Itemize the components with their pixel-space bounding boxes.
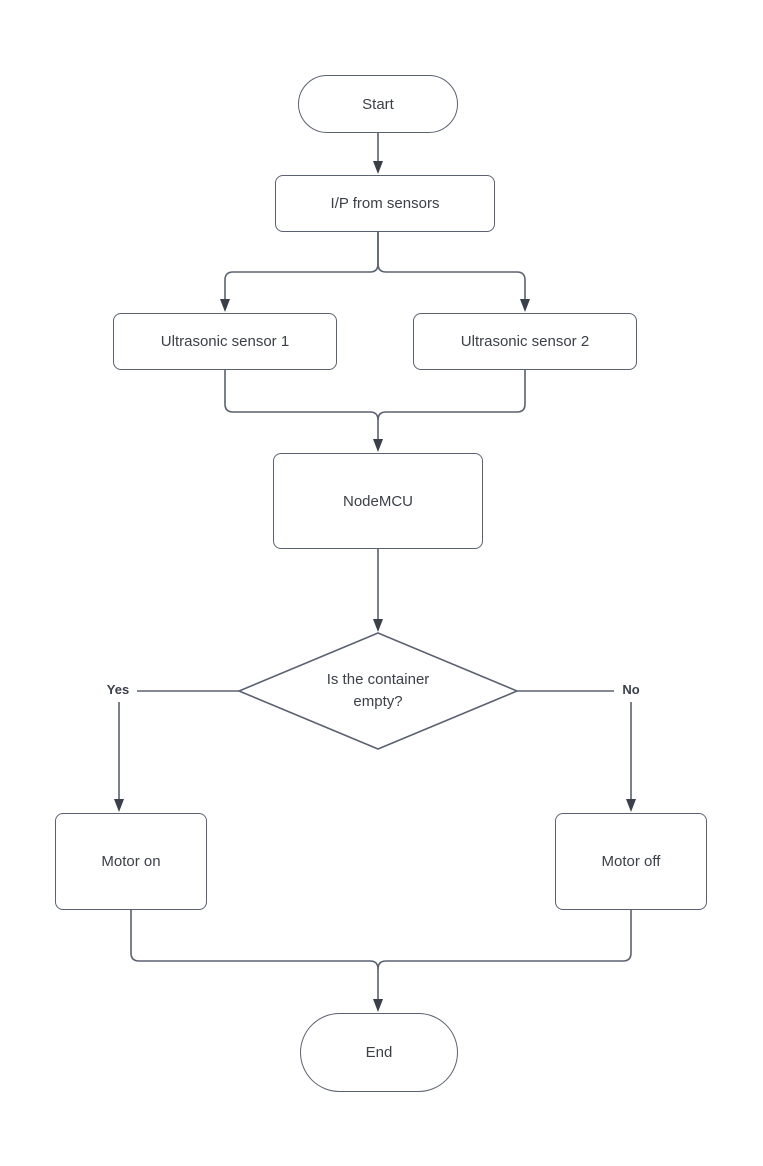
decision-question-text: Is the container empty? bbox=[326, 671, 430, 710]
edge-motor-on-to-end bbox=[130, 910, 379, 970]
node-ultrasonic-sensor-1: Ultrasonic sensor 1 bbox=[113, 313, 337, 370]
edge-label-no: No bbox=[614, 682, 648, 698]
node-start-label: Start bbox=[362, 95, 394, 113]
edge-decision-yes-to-motor-on bbox=[114, 690, 239, 812]
node-motor-on: Motor on bbox=[55, 813, 207, 910]
edge-decision-no-to-motor-off bbox=[517, 690, 636, 812]
edge-ultrasonic1-to-nodemcu bbox=[224, 370, 379, 421]
node-ultrasonic-1-label: Ultrasonic sensor 1 bbox=[160, 333, 290, 350]
edge-input-to-ultrasonic2 bbox=[377, 232, 530, 312]
edge-merge-to-end bbox=[373, 969, 383, 1012]
node-nodemcu: NodeMCU bbox=[273, 453, 483, 549]
edge-merge-to-nodemcu bbox=[373, 420, 383, 452]
node-motor-off-label: Motor off bbox=[601, 853, 661, 870]
node-end: End bbox=[300, 1013, 458, 1092]
node-ultrasonic-2-label: Ultrasonic sensor 2 bbox=[460, 333, 590, 350]
node-input-from-sensors: I/P from sensors bbox=[275, 175, 495, 232]
node-motor-on-label: Motor on bbox=[101, 853, 161, 870]
edge-label-yes: Yes bbox=[99, 682, 137, 698]
edge-motor-off-to-end bbox=[377, 910, 632, 970]
node-decision-label: Is the container empty? bbox=[308, 668, 448, 714]
node-motor-off: Motor off bbox=[555, 813, 707, 910]
node-ultrasonic-sensor-2: Ultrasonic sensor 2 bbox=[413, 313, 637, 370]
edge-start-to-input bbox=[373, 133, 383, 174]
node-end-label: End bbox=[365, 1044, 393, 1061]
node-input-label: I/P from sensors bbox=[330, 195, 440, 212]
decision-diamond bbox=[236, 632, 520, 750]
node-start: Start bbox=[298, 75, 458, 133]
edge-input-to-ultrasonic1 bbox=[220, 232, 379, 312]
node-nodemcu-label: NodeMCU bbox=[342, 492, 414, 510]
edge-nodemcu-to-decision bbox=[373, 549, 383, 632]
edge-ultrasonic2-to-nodemcu bbox=[377, 370, 526, 421]
